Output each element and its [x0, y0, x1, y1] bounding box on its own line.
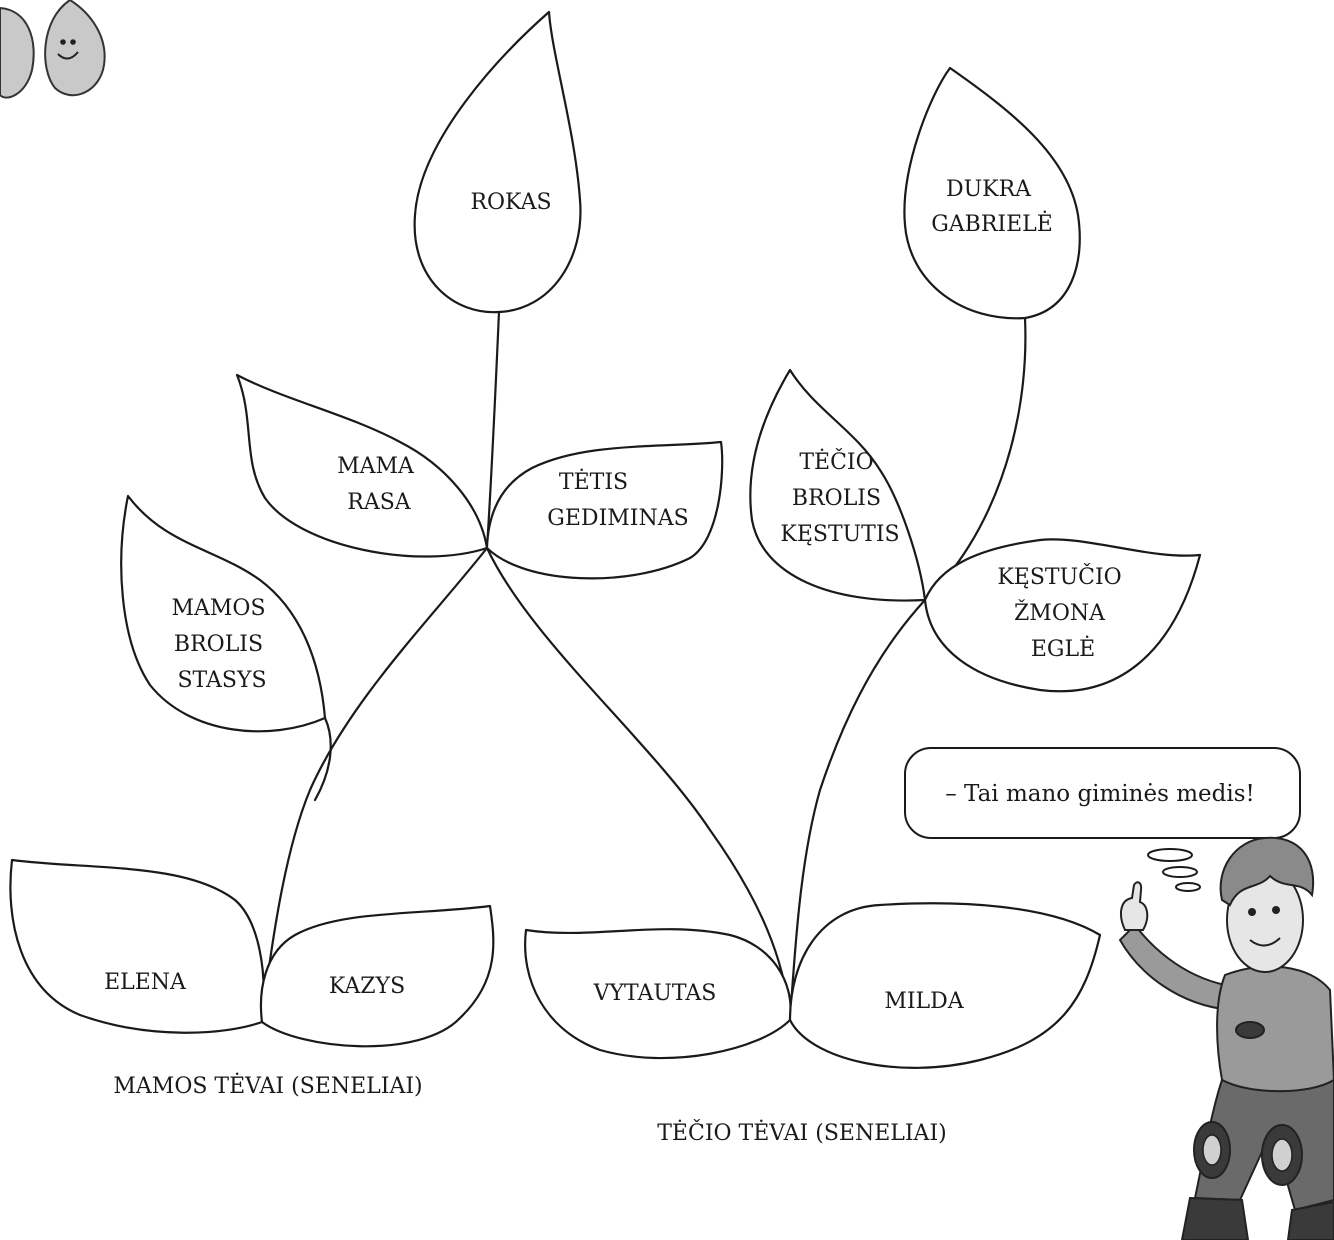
label-kestucio-zmona: KĘSTUČIO ŽMONA EGLĖ — [997, 563, 1128, 662]
label-mamos-brolis: MAMOS BROLIS STASYS — [171, 596, 272, 693]
leaf-dukra — [903, 66, 1081, 320]
leaf-tetis — [485, 440, 724, 580]
label-dukra: DUKRA GABRIELĖ — [931, 177, 1053, 237]
tree-stems — [260, 310, 1027, 1022]
caption-tecio-tevai: TĖČIO TĖVAI (SENELIAI) — [657, 1119, 946, 1146]
speech-bubble: – Tai mano giminės medis! — [904, 747, 1301, 892]
label-tetis: TĖTIS GEDIMINAS — [547, 468, 688, 531]
leaf-tecio-brolis — [749, 368, 927, 602]
label-vytautas: VYTAUTAS — [593, 981, 717, 1006]
label-rokas: ROKAS — [470, 190, 551, 215]
leaf-kestucio-zmona — [923, 538, 1202, 693]
label-elena: ELENA — [104, 970, 187, 995]
label-milda: MILDA — [884, 989, 964, 1014]
leaf-mamos-brolis — [120, 494, 327, 733]
leaf-kazys — [259, 904, 495, 1048]
drop-mascot-icon — [0, 0, 106, 99]
speech-bubble-text: – Tai mano giminės medis! — [945, 781, 1255, 807]
caption-mamos-tevai: MAMOS TĖVAI (SENELIAI) — [113, 1072, 422, 1099]
label-tecio-brolis: TĖČIO BROLIS KĘSTUTIS — [780, 448, 899, 547]
label-kazys: KAZYS — [329, 974, 405, 999]
leaf-rokas — [413, 10, 582, 314]
leaf-milda — [788, 902, 1102, 1069]
pointing-boy-icon — [1118, 836, 1334, 1240]
label-mama: MAMA RASA — [337, 454, 421, 515]
leaf-elena — [9, 858, 265, 1034]
